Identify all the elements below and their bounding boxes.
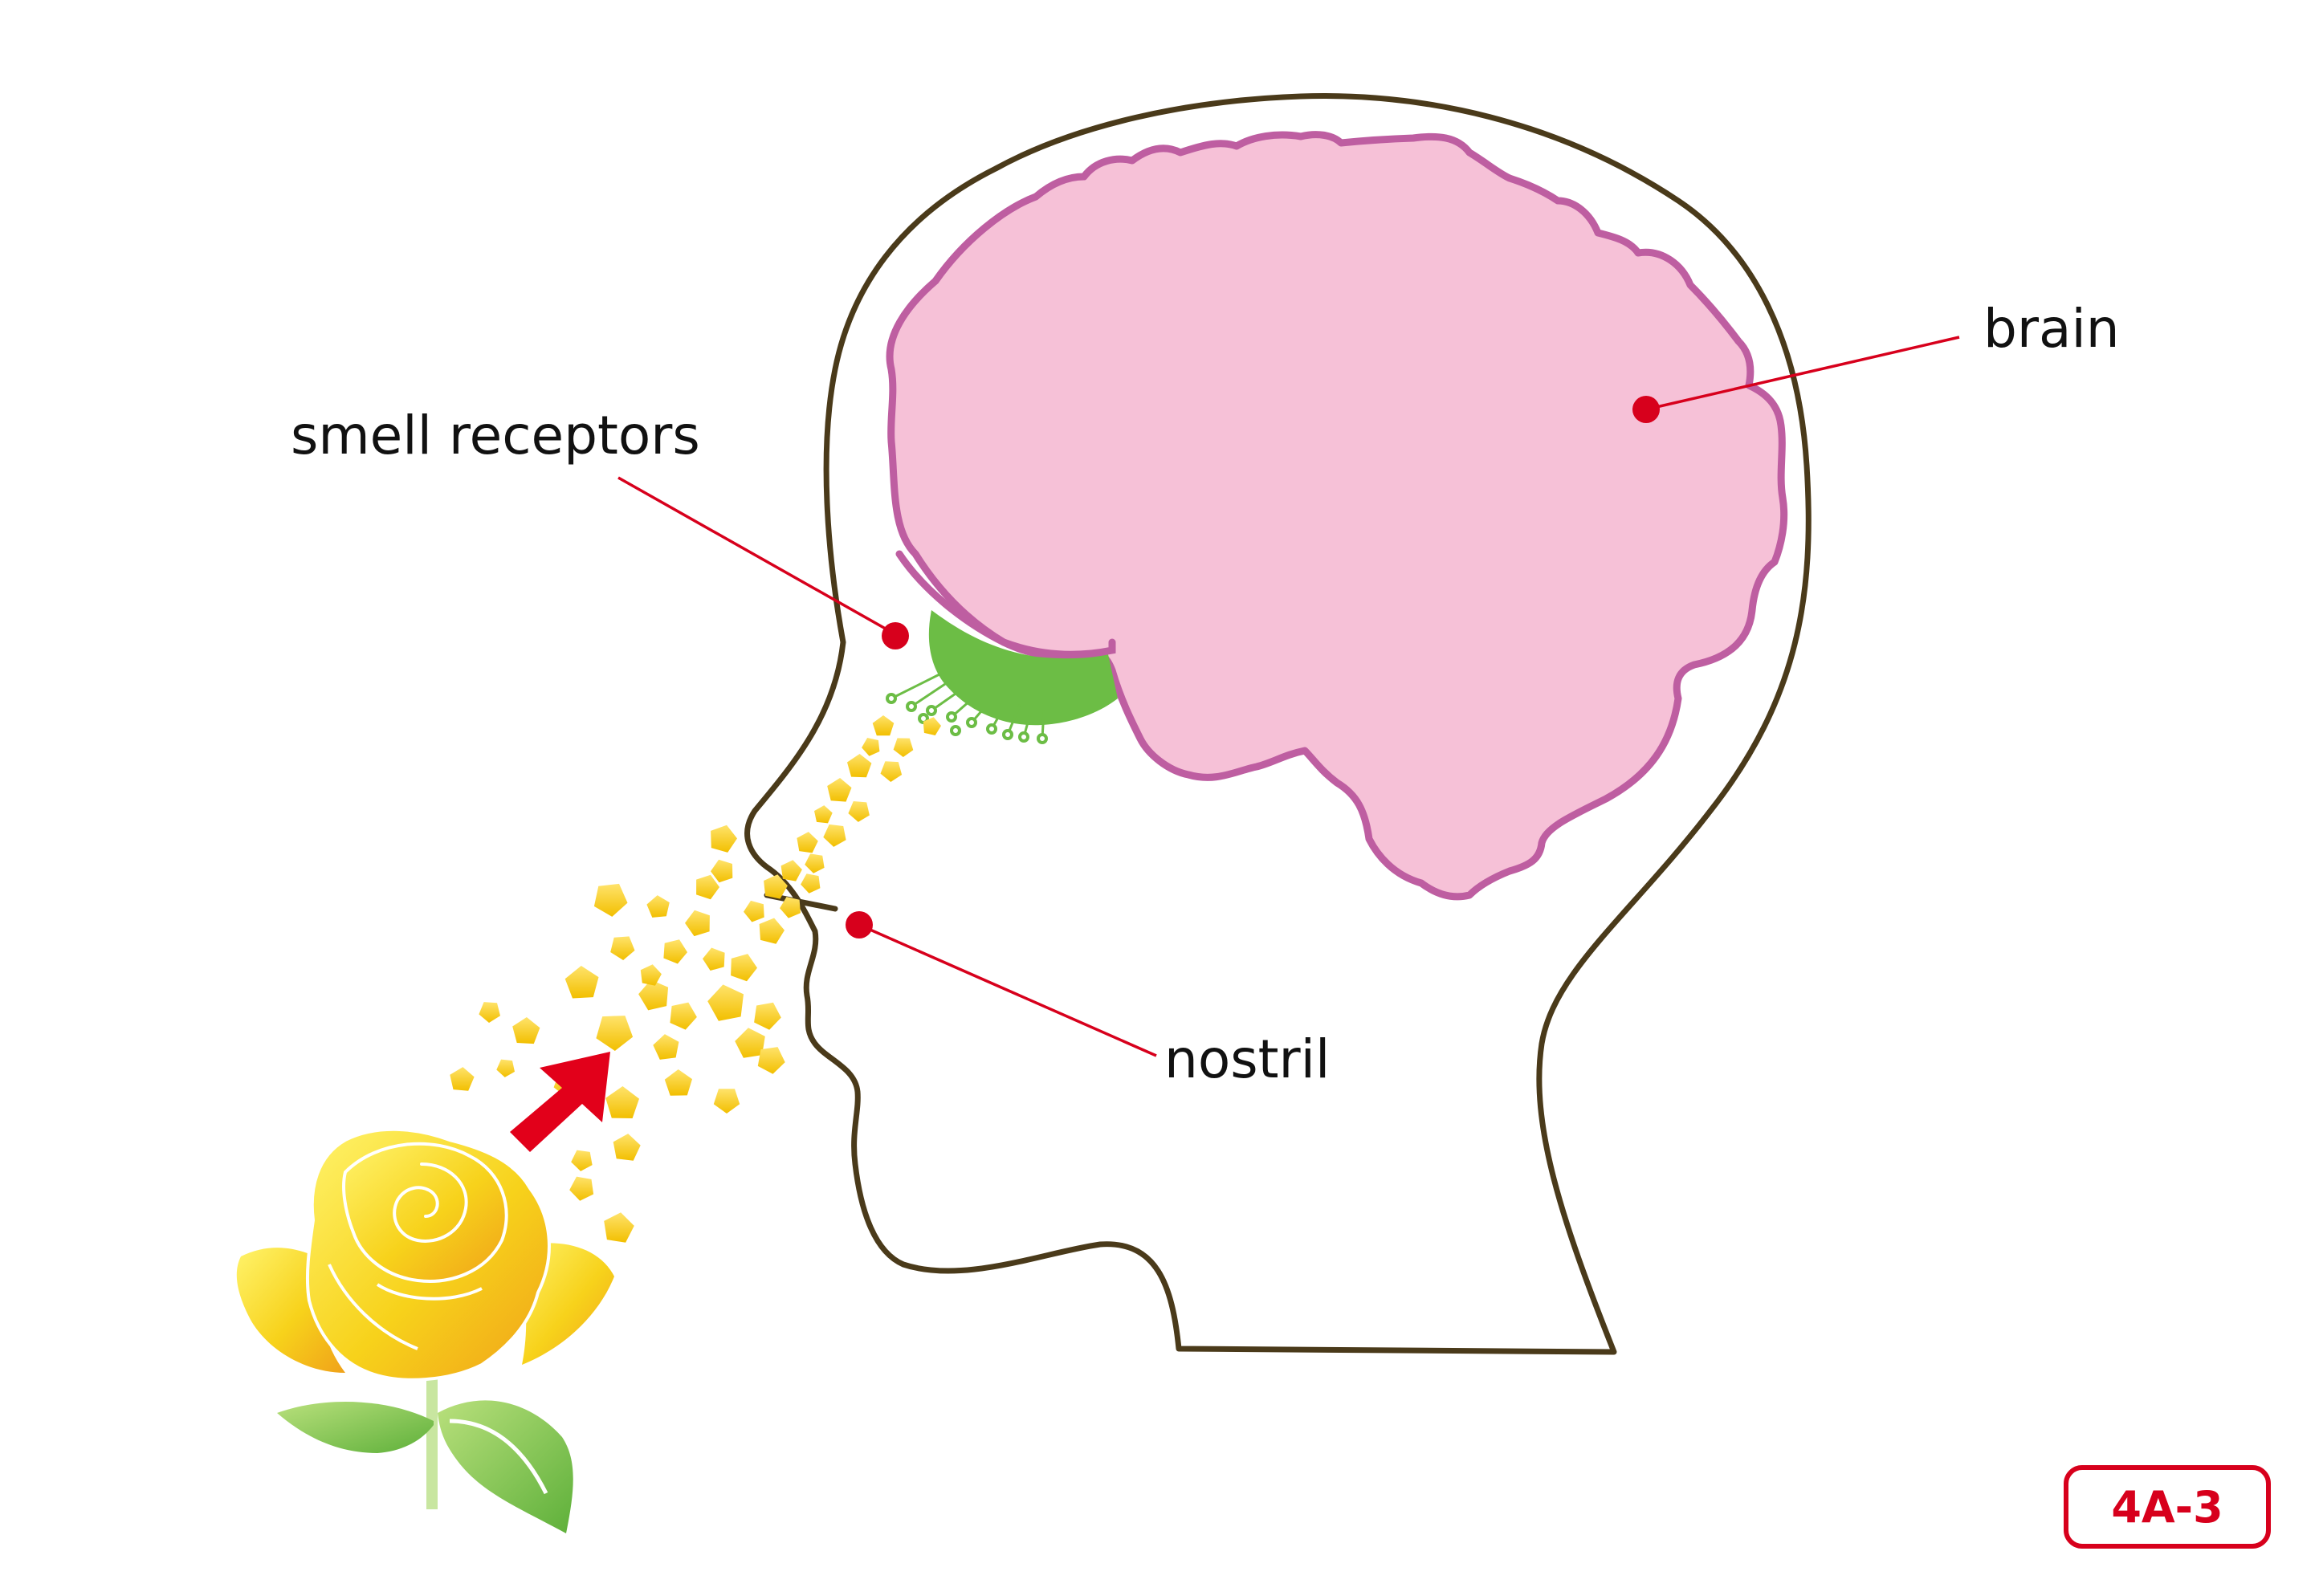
odor-particle: [571, 1150, 593, 1171]
odor-particle: [847, 754, 872, 778]
odor-particle: [711, 824, 737, 853]
odor-particle: [596, 1016, 634, 1051]
odor-particle: [780, 897, 801, 918]
figure-badge-label: 4A-3: [2111, 1482, 2223, 1533]
nostril-label: nostril: [1164, 1028, 1330, 1090]
head-outline: [744, 93, 1812, 1355]
odor-particle: [685, 910, 710, 937]
odor-particle: [703, 947, 725, 971]
odor-particle: [764, 874, 788, 899]
inhale-arrow-icon: [510, 1052, 610, 1152]
odor-particle: [707, 984, 744, 1021]
figure-badge-frame: [2064, 1465, 2271, 1549]
smell-receptors-label: smell receptors: [291, 405, 700, 466]
odor-particle: [713, 1089, 740, 1114]
odor-particle: [479, 1002, 500, 1023]
odor-particle: [862, 738, 880, 756]
odor-particle: [848, 801, 870, 822]
odor-particle: [827, 778, 852, 802]
brain: [886, 131, 1788, 901]
odor-particle: [823, 824, 846, 847]
odor-particle: [923, 717, 941, 735]
odor-particle: [653, 1034, 679, 1060]
brain-pointer-dot: [1632, 396, 1660, 423]
odor-particle: [663, 939, 687, 964]
odor-particle: [646, 895, 670, 918]
odor-particle: [564, 966, 599, 999]
odor-particle: [754, 1002, 781, 1030]
odor-particle: [604, 1212, 634, 1243]
odor-particle: [801, 873, 821, 894]
brain-lower-edge: [895, 550, 1116, 658]
smell-receptors-pointer-dot: [882, 622, 909, 649]
odor-particle: [744, 900, 764, 922]
odor-particle: [880, 761, 903, 782]
odor-particle: [805, 853, 825, 873]
odor-particle: [450, 1067, 475, 1091]
rose-flower-icon: [236, 1127, 614, 1533]
odor-particle: [731, 954, 757, 982]
odor-particle: [759, 918, 785, 944]
smell-receptor-endings: [886, 693, 1048, 744]
leader-lines: [617, 336, 1960, 1057]
odor-particle: [757, 1047, 785, 1074]
odor-particle: [735, 1028, 765, 1058]
odor-particle: [711, 859, 733, 883]
odor-particle: [872, 715, 895, 736]
odor-particle: [797, 832, 818, 853]
odor-particle: [814, 805, 833, 824]
odor-particle: [496, 1059, 515, 1077]
odor-particles: [450, 715, 941, 1243]
odor-particle: [638, 979, 669, 1011]
odor-particle: [640, 964, 662, 986]
odor-particle: [780, 860, 802, 881]
odor-particle: [670, 1002, 697, 1030]
nostril-pointer-dot: [846, 911, 873, 938]
odor-particle: [512, 1017, 540, 1044]
odor-particle: [664, 1069, 692, 1096]
odor-particle: [696, 874, 719, 900]
odor-particle: [593, 883, 628, 917]
brain-label: brain: [1983, 298, 2120, 360]
odor-particle: [569, 1176, 594, 1201]
odor-particle: [893, 738, 914, 757]
odor-particle: [613, 1134, 641, 1161]
odor-particle: [605, 1086, 639, 1118]
odor-particle: [610, 936, 635, 960]
